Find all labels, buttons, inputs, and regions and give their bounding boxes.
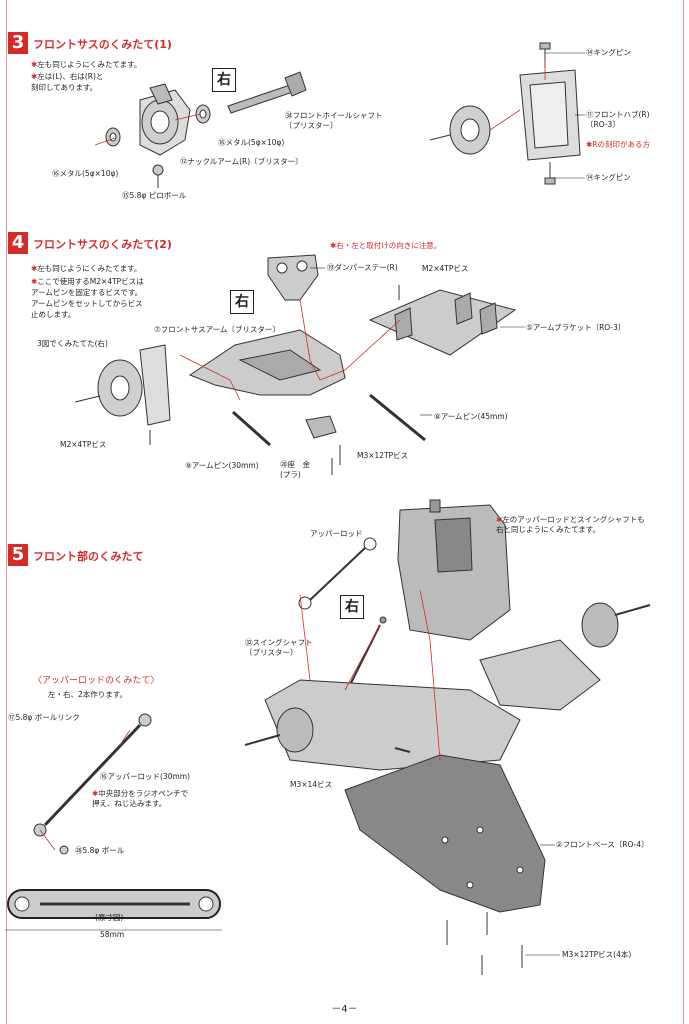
label-arm-pin-30: ⑨アームピン(30mm) — [185, 461, 259, 470]
step4-title: フロントサスのくみたて(2) — [33, 238, 172, 251]
metal-bearing-outer — [105, 127, 121, 147]
step3-title: フロントサスのくみたて(1) — [33, 38, 172, 51]
label-r-mark-note: ✱Rの刻印がある方 — [586, 140, 651, 149]
page-number: －4－ — [331, 1004, 358, 1015]
arm-pin-45 — [369, 393, 426, 442]
upper-rod-subassembly — [33, 713, 152, 855]
leader-lines — [5, 52, 585, 956]
step3-side-mark: 右 — [212, 68, 236, 92]
washer-part — [305, 415, 337, 439]
label-metal-inner: ⑯メタル(5φ×10φ) — [218, 138, 285, 147]
label-upper-rod: ⑯アッパーロッド(30mm) — [100, 772, 191, 781]
step5-side-mark: 右 — [340, 595, 364, 619]
label-front-base: ②フロントベース〔RO-4〕 — [556, 840, 649, 849]
upper-rod-part — [298, 537, 377, 610]
step4-note-1: ✱左も同じようにくみたてます。 — [31, 264, 142, 273]
label-arm-pin-45: ⑧アームピン(45mm) — [434, 412, 508, 421]
step4-note-2: ✱ここで使用するM2×4TPビスは アームピンを固定するビスです。 アームピンを… — [31, 277, 144, 319]
label-ball-link: ⑰5.8φ ボールリンク — [8, 713, 80, 722]
front-hub-part — [429, 69, 581, 161]
front-susp-arm-part — [188, 329, 346, 396]
label-knuckle-arm: ⑫ナックルアーム(R)〔ブリスター〕 — [180, 157, 303, 166]
kingpin-bottom — [544, 162, 556, 185]
arm-bracket-part — [368, 289, 517, 356]
metal-bearing-inner — [195, 104, 211, 124]
arm-pin-30 — [232, 410, 271, 447]
label-swing-shaft: ㉜スイングシャフト 〔ブリスター〕 — [245, 638, 313, 657]
step4-number: 4 — [8, 232, 28, 254]
step3-note-2: ✱左は(L)、右は(R)と 刻印してあります。 — [31, 72, 104, 92]
label-pillow-ball: ⑮5.8φ ピロボール — [122, 191, 187, 200]
screws-step5 — [394, 747, 523, 975]
label-screw-m2-top: M2×4TPビス — [422, 264, 469, 273]
screws-step4 — [149, 285, 400, 475]
label-kingpin-top: ⑭キングピン — [586, 48, 631, 57]
knuckle-assembly-ref — [74, 344, 171, 426]
step3-note-1: ✱左も同じようにくみたてます。 — [31, 60, 142, 69]
pillow-ball — [152, 164, 164, 188]
label-metal-outer: ⑯メタル(5φ×10φ) — [52, 169, 119, 178]
step4-side-mark: 右 — [230, 290, 254, 314]
label-front-hub: ⑪フロントハブ(R) 〔RO-3〕 — [586, 110, 650, 129]
upper-rod-title: 〈アッパーロッドのくみたて〉 — [33, 676, 160, 686]
label-susp-arm: ⑦フロントサスアーム〔ブリスター〕 — [154, 325, 280, 334]
label-length: 58mm — [100, 930, 125, 939]
label-screw-m3: M3×12TPビス — [357, 451, 409, 460]
upper-rod-fullsize — [7, 889, 221, 919]
step5-title: フロント部のくみたて — [33, 550, 144, 563]
label-ball: ㉖5.8φ ボール — [75, 846, 125, 855]
step3-number: 3 — [8, 32, 28, 54]
step5-number: 5 — [8, 544, 28, 566]
damper-stay-part — [267, 254, 319, 301]
front-base-plate — [344, 754, 546, 913]
label-damper-stay: ⑲ダンパーステー(R) — [327, 263, 398, 272]
page-frame — [6, 0, 684, 1024]
label-arm-bracket: ⑤アームブラケット〔RO-3〕 — [526, 323, 626, 332]
label-screw-m3x12: M3×12TPビス(4本) — [562, 950, 632, 959]
label-kingpin-bottom: ⑭キングピン — [586, 173, 631, 182]
label-step5-note: ✱左のアッパーロッドとスイングシャフトも 右と同じようにくみたてます。 — [496, 515, 645, 534]
front-wheel-shaft — [227, 71, 307, 114]
label-rod-note: ✱中央部分をラジオペンチで 押え、ねじ込みます。 — [92, 789, 189, 808]
label-screw-m2-left: M2×4TPビス — [60, 440, 107, 449]
label-washer: ⑳座 金 (プラ) — [280, 460, 310, 479]
label-ref-step3: 3図でくみたてた(右) — [37, 339, 108, 348]
label-upper-rod-top: アッパーロッド — [310, 529, 363, 538]
label-wheel-shaft: ㉞フロントホイールシャフト 〔ブリスター〕 — [285, 111, 383, 130]
upper-rod-subtitle: 左・右、2本作ります。 — [48, 690, 128, 699]
front-chassis-assembly — [244, 602, 651, 771]
label-orientation-note: ✱右・左と取付けの向きに注意。 — [330, 241, 442, 250]
guide-lines — [39, 60, 546, 851]
label-full-size: (原寸図) — [95, 913, 124, 922]
label-screw-m3x14: M3×14ビス — [290, 780, 333, 789]
gearbox-part — [397, 499, 511, 641]
knuckle-arm-part — [139, 83, 191, 156]
